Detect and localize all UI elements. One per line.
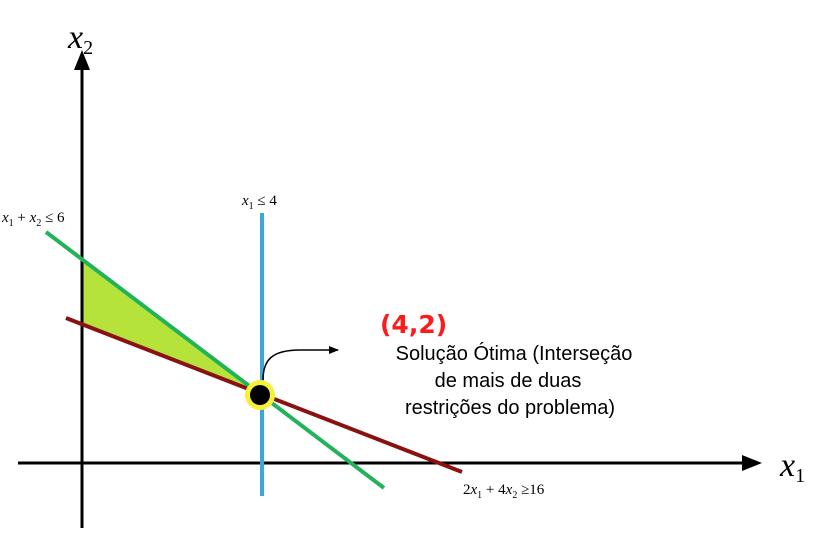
annotation-line-3: restrições do problema) (405, 397, 615, 419)
math-part: 2 (36, 218, 41, 229)
math-part: 2 (463, 482, 471, 498)
annotation-arrow (262, 346, 339, 381)
annotation-line-2: de mais de duas (435, 370, 582, 392)
math-part: 1 (9, 218, 14, 229)
constraint-line-x1-plus-x2-le-6 (44, 230, 386, 490)
math-part: ≤ 6 (41, 210, 65, 226)
math-part: + 4 (482, 482, 506, 498)
optimal-point-label: (4,2) (380, 310, 447, 339)
math-part: x (470, 482, 478, 498)
math-part: + (14, 210, 30, 226)
math-part: 1 (477, 490, 482, 501)
y-axis-arrowhead (74, 50, 90, 70)
x-axis-arrowhead (742, 455, 762, 471)
math-part: x (29, 210, 37, 226)
math-part: 1 (249, 201, 254, 212)
constraint-label-x1-le-4: x1 ≤ 4 (241, 193, 277, 212)
y-axis-label: x2 (67, 19, 93, 59)
math-part: ≥16 (517, 482, 544, 498)
math-part: 2 (512, 490, 517, 501)
x-axis-label: x1 (779, 447, 805, 487)
math-part: x (505, 482, 513, 498)
math-part: x (1, 210, 9, 226)
constraint-label-x1-plus-x2-le-6: x1 + x2 ≤ 6 (1, 210, 65, 229)
annotation-line-1: Solução Ótima (Interseção (396, 342, 633, 365)
optimal-point (250, 385, 270, 405)
constraint-label-2x1-plus-4x2-ge-16: 2x1 + 4x2 ≥16 (463, 482, 545, 501)
math-part: x (241, 193, 249, 209)
math-part: ≤ 4 (254, 193, 278, 209)
